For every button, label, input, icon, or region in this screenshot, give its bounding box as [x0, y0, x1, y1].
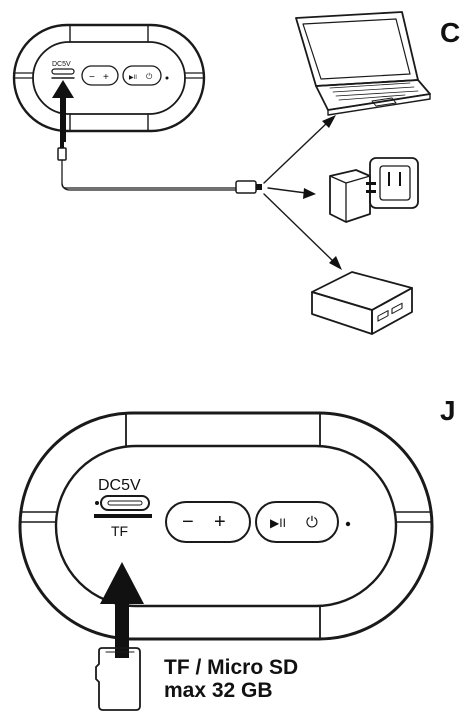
insert-arrow-small [52, 80, 74, 142]
usb-c-port-large [100, 495, 150, 511]
minus-label-small: − [89, 72, 95, 83]
section-c: C DC5V − + ▶II ⏻ [12, 11, 460, 335]
speaker-top-view-small: DC5V − + ▶II ⏻ [12, 23, 206, 133]
play-pause-label-large: ▶II [270, 516, 286, 530]
section-j-letter: J [440, 395, 456, 426]
minus-label-large: − [182, 511, 194, 533]
wall-adapter-icon [329, 157, 419, 223]
play-power-buttons-small: ▶II ⏻ [122, 65, 162, 86]
section-j: J DC5V TF − + ▶II ⏻ [18, 395, 456, 711]
port-label-small: DC5V [52, 61, 71, 68]
slot-label: TF [111, 523, 128, 539]
tf-card-slot [94, 514, 152, 518]
play-pause-label-small: ▶II [129, 75, 137, 81]
volume-buttons-small: − + [81, 65, 119, 86]
section-c-letter: C [440, 17, 460, 48]
port-label-large: DC5V [98, 477, 141, 494]
plus-label-small: + [103, 72, 109, 83]
connection-arrows [263, 115, 342, 270]
play-power-buttons-large: ▶II ⏻ [255, 501, 339, 543]
power-label-small: ⏻ [146, 72, 153, 81]
card-caption-line1: TF / Micro SD [164, 656, 298, 679]
card-caption-line2: max 32 GB [164, 679, 273, 702]
sd-card-icon [95, 647, 141, 711]
plus-label-large: + [214, 511, 226, 533]
usb-cable [57, 142, 262, 194]
insert-arrow-large [100, 562, 144, 658]
speaker-top-view-large: DC5V TF − + ▶II ⏻ [18, 411, 434, 641]
usb-c-port-small [51, 68, 75, 75]
volume-buttons-large: − + [165, 501, 251, 543]
power-bank-icon [311, 271, 413, 335]
laptop-icon [295, 11, 431, 116]
power-label-large: ⏻ [306, 514, 318, 531]
